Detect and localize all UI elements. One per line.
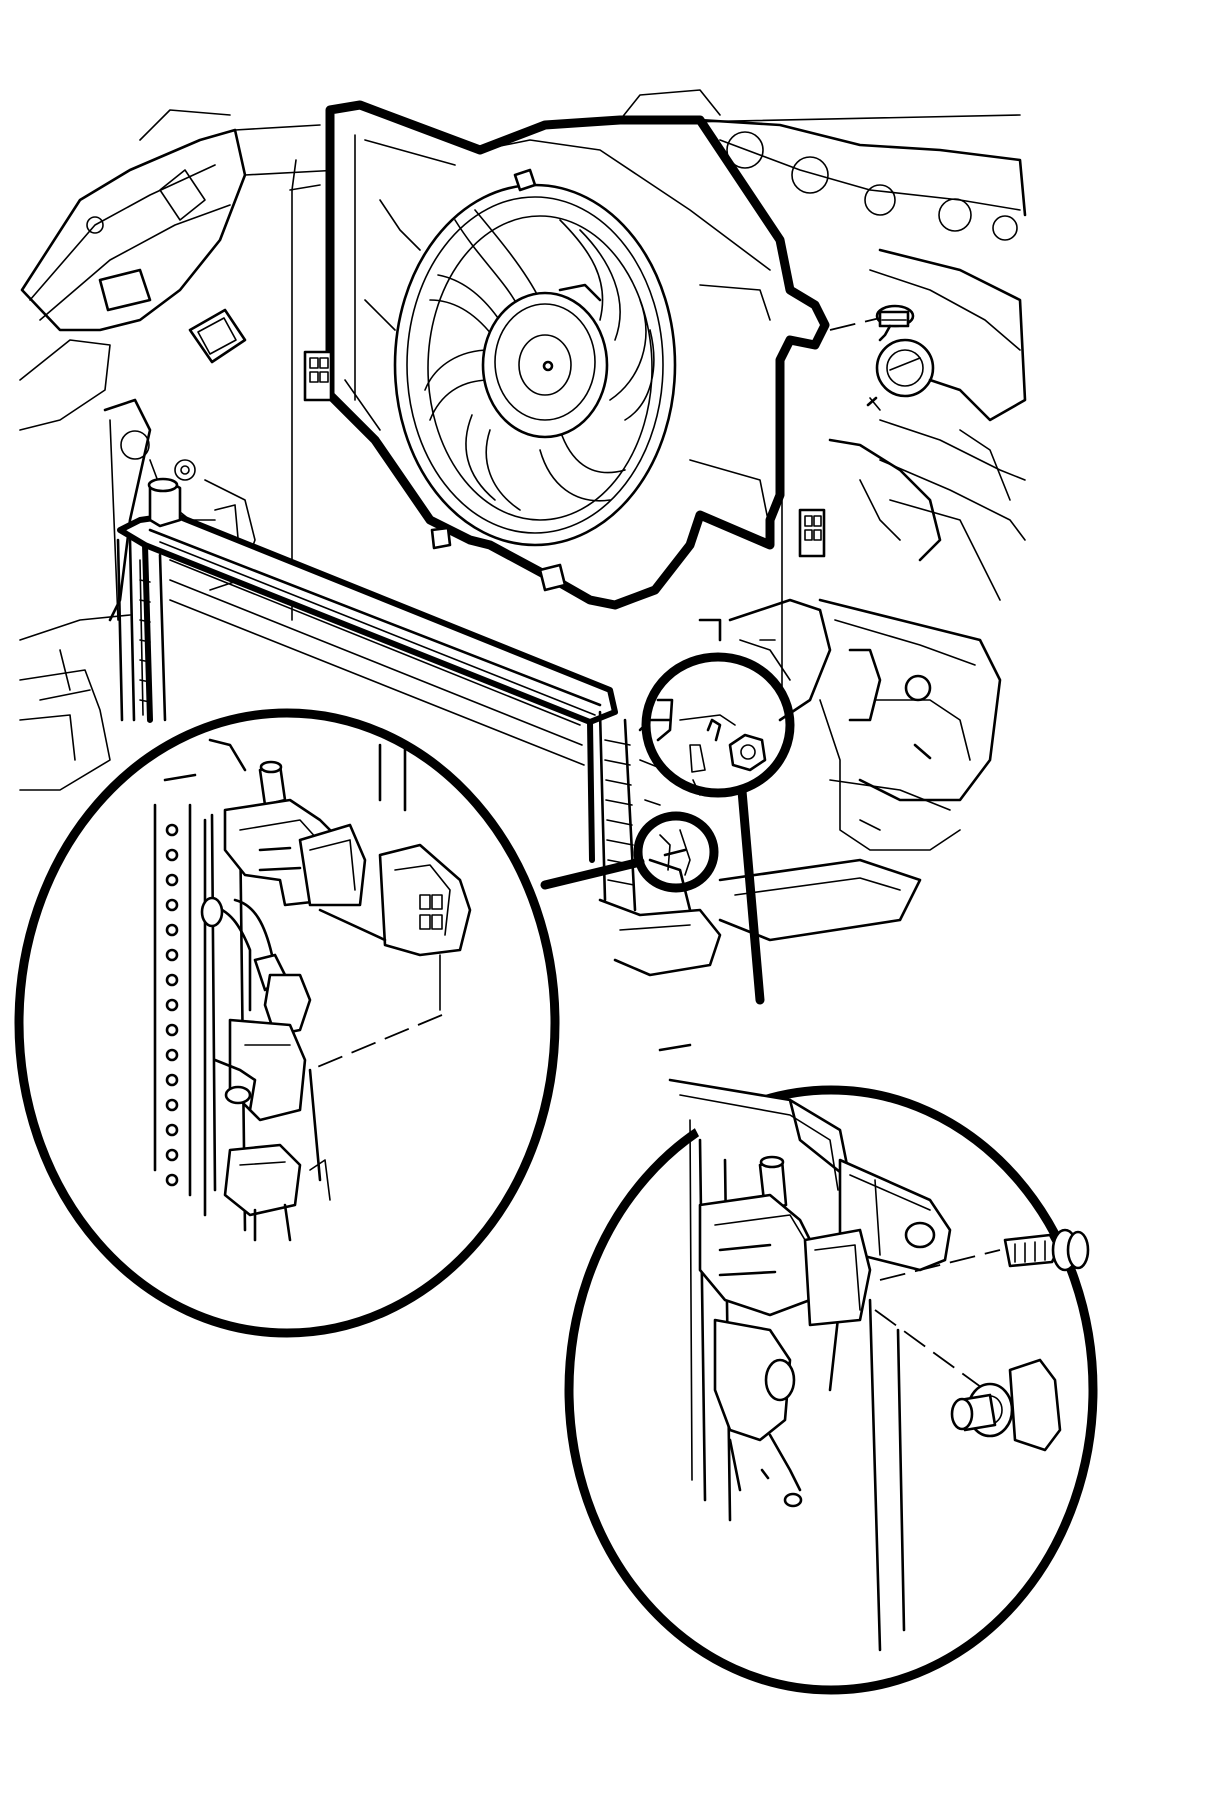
detail-left-rivets (165, 823, 179, 1187)
detail-view-right (564, 1043, 1098, 1695)
callout-circle-upper (641, 652, 795, 798)
callout-leader-left (540, 857, 645, 890)
cooling-fan-assembly (289, 100, 830, 701)
cooling-fan-blades (424, 209, 655, 511)
callout-circle-lower (633, 811, 719, 893)
fan-connector-right (798, 508, 826, 558)
radiator-clip (950, 1358, 1062, 1452)
radiator-bracket-bolt (728, 733, 767, 772)
fan-mounting-bolt (829, 304, 915, 411)
radiator (116, 477, 692, 912)
fan-connector-left (303, 350, 333, 402)
callout-leader-right (737, 786, 765, 1005)
detail-view-left (14, 708, 560, 1338)
detail-bolt (1003, 1228, 1090, 1272)
